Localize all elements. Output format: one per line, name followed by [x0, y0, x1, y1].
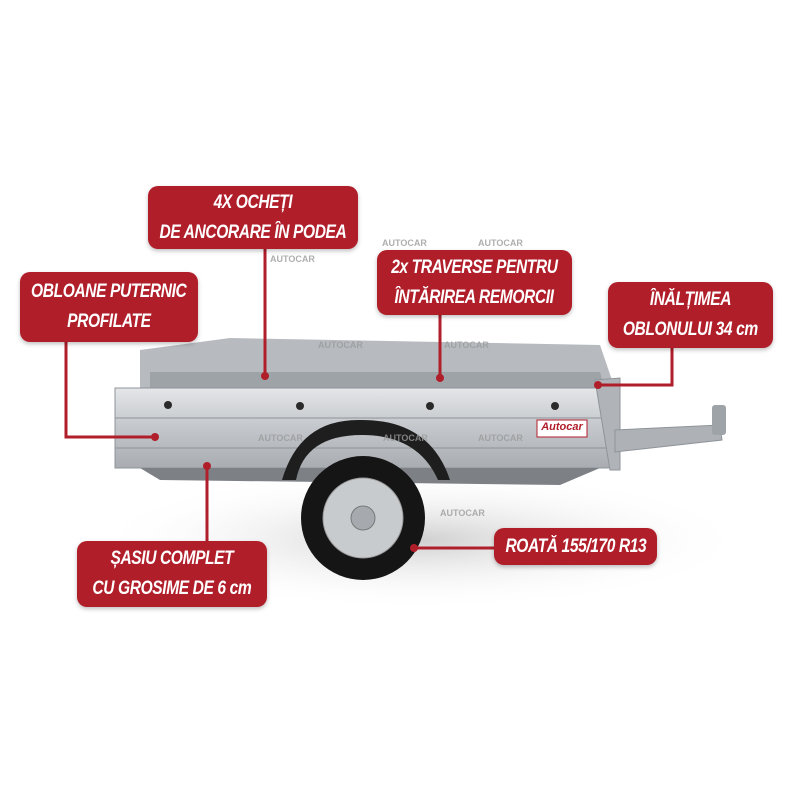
callout-wheel: ROATĂ 155/170 R13	[494, 528, 657, 565]
callout-text: 2x TRAVERSE PENTRU	[391, 256, 558, 278]
trailer-front-panel	[594, 377, 621, 471]
callout-text: OBLOANE PUTERNIC	[31, 281, 187, 302]
callout-side-panels: OBLOANE PUTERNIC PROFILATE	[20, 272, 198, 342]
callout-text: CU GROSIME DE 6 cm	[92, 578, 252, 599]
callout-chassis: ȘASIU COMPLET CU GROSIME DE 6 cm	[77, 541, 267, 607]
watermark: AUTOCAR	[270, 254, 315, 264]
watermark: AUTOCAR	[382, 238, 427, 248]
watermark: AUTOCAR	[478, 433, 523, 443]
drawbar	[614, 424, 723, 453]
watermark: AUTOCAR	[444, 340, 489, 350]
leader-dots	[151, 372, 602, 552]
watermark: AUTOCAR	[383, 433, 428, 443]
callout-text: OBLONULUI 34 cm	[623, 319, 758, 340]
coupling-handle	[712, 405, 726, 435]
watermark: AUTOCAR	[318, 340, 363, 350]
callout-text: ȘASIU COMPLET	[110, 548, 234, 569]
leader-lines	[64, 249, 674, 550]
callout-text: 4X OCHEȚI	[213, 191, 293, 213]
callout-anchor-points: 4X OCHEȚI DE ANCORARE ÎN PODEA	[148, 186, 358, 249]
fender	[282, 419, 450, 480]
watermark: AUTOCAR	[440, 508, 485, 518]
callout-text: ÎNĂLȚIMEA	[649, 289, 732, 310]
callout-text: ROATĂ 155/170 R13	[505, 535, 646, 557]
anchor-points	[164, 401, 559, 410]
watermark: AUTOCAR	[258, 433, 303, 443]
brand-logo: Autocar	[541, 421, 583, 433]
brand-logo-plate	[536, 419, 588, 438]
callout-panel-height: ÎNĂLȚIMEA OBLONULUI 34 cm	[608, 282, 773, 348]
watermark: AUTOCAR	[478, 238, 523, 248]
callout-text: DE ANCORARE ÎN PODEA	[159, 221, 347, 243]
callout-text: PROFILATE	[67, 311, 151, 332]
callout-text: ÎNTĂRIREA REMORCII	[394, 286, 555, 308]
callout-crossbars: 2x TRAVERSE PENTRU ÎNTĂRIREA REMORCII	[377, 250, 572, 315]
